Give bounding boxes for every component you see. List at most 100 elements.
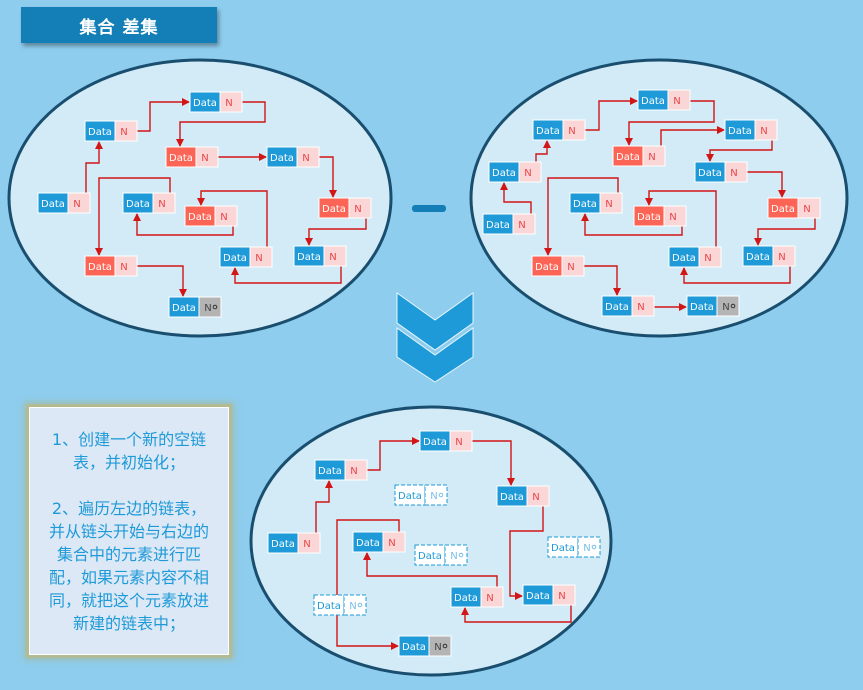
right-set-list-node: Data N — [637, 89, 691, 111]
node-next-cell — [297, 532, 321, 554]
node-next-label: N — [730, 168, 737, 179]
node-next-label: N — [120, 262, 127, 273]
node-next-label: N — [673, 96, 680, 107]
node-data-label: Data — [605, 302, 629, 313]
node-next-label: N — [201, 153, 208, 164]
explanation-step-2: 2、遍历左边的链表，并从链头开始与右边的集合中的元素进行匹配，如果元素内容不相同… — [30, 497, 228, 635]
null-pointer-icon — [442, 643, 448, 649]
next-pointer-arrow — [500, 182, 532, 224]
result-set-placeholder-node: Data N — [313, 594, 367, 616]
node-data-label: Data — [418, 551, 442, 562]
node-next-label: N — [524, 168, 531, 179]
node-next-cell — [344, 459, 368, 481]
node-next-cell — [631, 295, 655, 317]
right-set-list-node: Data N — [532, 119, 586, 141]
node-next-cell — [152, 192, 176, 214]
node-next-cell — [219, 91, 243, 113]
node-next-label: N — [803, 204, 810, 215]
node-next-cell — [552, 584, 576, 606]
next-pointer-arrow — [336, 519, 400, 650]
node-data-label: Data — [318, 466, 342, 477]
explanation-line: 并从链头开始与右边的 — [48, 522, 209, 541]
node-next-cell — [797, 197, 821, 219]
node-next-label: N — [518, 220, 525, 231]
explanation-line: 2、遍历左边的链表， — [51, 499, 207, 518]
node-data-label: Data — [573, 199, 597, 210]
node-data-label: Data — [771, 204, 795, 215]
node-data-label: Data — [271, 539, 295, 550]
node-next-cell — [577, 536, 601, 558]
node-next-cell — [512, 213, 536, 235]
next-pointer-arrow — [467, 440, 515, 486]
node-next-label: N — [760, 126, 767, 137]
node-next-cell — [428, 635, 452, 657]
next-pointer-arrow — [176, 101, 266, 147]
node-data-label: Data — [317, 601, 341, 612]
node-next-cell — [561, 255, 585, 277]
node-data-label: Data — [402, 642, 426, 653]
next-pointer-arrow — [132, 265, 187, 297]
node-next-cell — [343, 594, 367, 616]
node-next-cell — [382, 531, 406, 553]
node-data-label: Data — [88, 127, 112, 138]
node-next-label: N — [255, 253, 262, 264]
node-data-label: Data — [492, 168, 516, 179]
next-pointer-arrow — [742, 171, 786, 198]
node-next-label: N — [486, 593, 493, 604]
node-next-cell — [724, 161, 748, 183]
node-next-label: N — [434, 642, 441, 653]
node-next-cell — [214, 205, 238, 227]
explanation-box: 1、创建一个新的空链表，并初始化；2、遍历左边的链表，并从链头开始与右边的集合中… — [29, 407, 229, 655]
minus-operator-icon — [412, 205, 446, 212]
node-next-cell — [424, 484, 448, 506]
explanation-line: 配，如果元素内容不相 — [48, 568, 209, 587]
node-data-label: Data — [322, 204, 346, 215]
node-next-cell — [526, 485, 550, 507]
node-data-label: Data — [454, 593, 478, 604]
node-next-cell — [249, 246, 273, 268]
node-next-label: N — [349, 601, 356, 612]
node-next-label: N — [558, 591, 565, 602]
node-next-label: N — [302, 153, 309, 164]
node-data-label: Data — [551, 543, 575, 554]
node-data-label: Data — [423, 437, 447, 448]
node-next-cell — [716, 295, 740, 317]
node-next-label: N — [568, 126, 575, 137]
node-next-cell — [348, 197, 372, 219]
result-set-list-node: Data N — [522, 584, 576, 606]
result-set-list-node: Data N — [398, 635, 452, 657]
node-data-label: Data — [223, 253, 247, 264]
node-next-cell — [754, 119, 778, 141]
node-next-cell — [323, 245, 347, 267]
null-pointer-icon — [212, 304, 218, 310]
node-next-cell — [114, 255, 138, 277]
next-pointer-arrow — [85, 141, 103, 203]
node-data-label: Data — [536, 126, 560, 137]
node-next-cell — [599, 192, 623, 214]
next-pointer-arrow — [95, 177, 171, 256]
node-data-label: Data — [398, 491, 422, 502]
node-next-label: N — [225, 98, 232, 109]
node-next-label: N — [303, 539, 310, 550]
node-data-label: Data — [672, 253, 696, 264]
node-data-label: Data — [641, 96, 665, 107]
explanation-line: 集合中的元素进行匹 — [56, 545, 201, 564]
right-set-list-node: Data N — [488, 161, 542, 183]
node-data-label: Data — [126, 199, 150, 210]
node-next-cell — [562, 119, 586, 141]
next-pointer-arrow — [645, 190, 717, 257]
next-pointer-arrow — [461, 596, 572, 623]
next-pointer-arrow — [313, 156, 337, 198]
node-data-label: Data — [526, 591, 550, 602]
node-next-label: N — [583, 543, 590, 554]
